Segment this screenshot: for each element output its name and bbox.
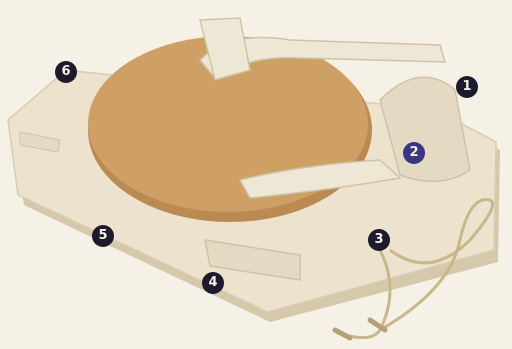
callout-6: 6 [55, 61, 77, 83]
callout-2: 2 [403, 142, 425, 164]
callout-1: 1 [456, 76, 478, 98]
callout-3: 3 [368, 229, 390, 251]
callout-4: 4 [202, 272, 224, 294]
callout-5: 5 [92, 225, 114, 247]
